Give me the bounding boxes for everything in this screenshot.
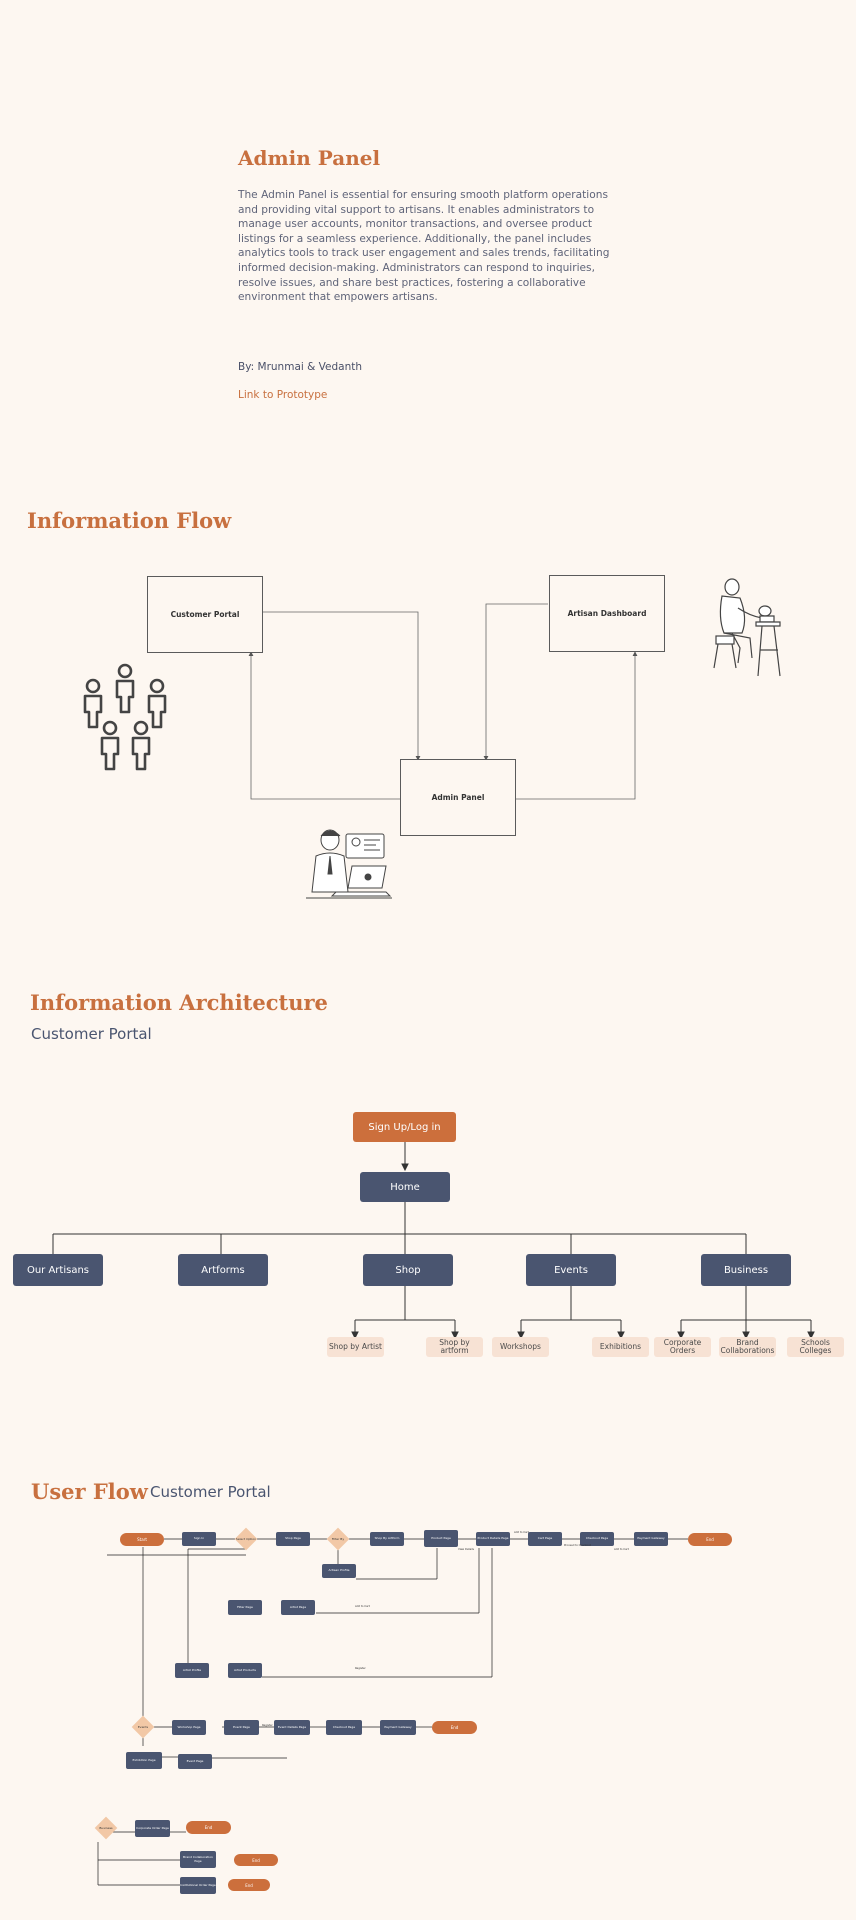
ia-node-home: Home — [360, 1172, 450, 1202]
user-flow-subtitle: Customer Portal — [150, 1483, 271, 1501]
uf-exhibition-event-page: Event Page — [178, 1754, 212, 1769]
uf-checkout-page: Checkout Page — [580, 1532, 614, 1546]
uf-exhibition-page: Exhibition Page — [126, 1752, 162, 1769]
information-flow-title: Information Flow — [27, 508, 232, 533]
edge-admin-to-artisan — [514, 651, 638, 800]
node-admin-panel: Admin Panel — [400, 759, 516, 836]
node-artisan-dashboard: Artisan Dashboard — [549, 575, 665, 652]
uf-event-details-page: Event Details Page — [274, 1720, 310, 1735]
uf-institutional-order-page: Institutional Order Page — [180, 1877, 216, 1894]
uf-start: Start — [120, 1533, 164, 1546]
uf-end-institutional: End — [228, 1879, 270, 1891]
ia-leaf-brand-collaborations: Brand Collaborations — [719, 1337, 776, 1357]
prototype-link[interactable]: Link to Prototype — [238, 389, 328, 401]
ia-leaf-exhibitions: Exhibitions — [592, 1337, 649, 1357]
ia-leaf-workshops: Workshops — [492, 1337, 549, 1357]
information-architecture-subtitle: Customer Portal — [31, 1025, 152, 1043]
uf-diamond-select-option-label: Select Option — [235, 1537, 257, 1541]
uf-diamond-filter-by-label: Filter By — [331, 1537, 345, 1541]
ia-node-signup-login: Sign Up/Log in — [353, 1112, 456, 1142]
people-group-icon — [83, 663, 167, 771]
node-customer-portal-label: Customer Portal — [170, 610, 240, 619]
uf-diamond-business-label: Business — [99, 1826, 113, 1830]
uf-edge-label-register: Register — [262, 1724, 273, 1727]
ia-leaf-shop-by-artist: Shop by Artist — [327, 1337, 384, 1357]
ia-connector-lines — [52, 1142, 815, 1340]
uf-sign-in: Sign In — [182, 1532, 216, 1546]
uf-edge-label-add-to-cart-3: Add to Cart — [355, 1605, 370, 1608]
uf-corporate-order-page: Corporate Order Page — [135, 1820, 170, 1837]
uf-edge-label-add-to-cart-2: Add to Cart — [614, 1548, 629, 1551]
uf-end-brand: End — [234, 1854, 278, 1866]
ia-node-shop: Shop — [363, 1254, 453, 1286]
admin-panel-title: Admin Panel — [238, 146, 381, 170]
user-flow-title: User Flow — [31, 1479, 148, 1504]
ia-leaf-schools-colleges: Schools Colleges — [787, 1337, 844, 1357]
uf-product-page: Product Page — [424, 1530, 458, 1547]
uf-end-corporate: End — [186, 1821, 231, 1834]
uf-product-details-page: Product Details Page — [476, 1532, 510, 1546]
uf-edge-label-add-to-cart-4: Register — [355, 1667, 366, 1670]
uf-cart-page: Cart Page — [528, 1532, 562, 1546]
ia-node-our-artisans: Our Artisans — [13, 1254, 103, 1286]
admin-laptop-icon — [306, 829, 392, 899]
ia-leaf-corporate-orders: Corporate Orders — [654, 1337, 711, 1357]
ia-node-events: Events — [526, 1254, 616, 1286]
uf-artist-profile: Artist Profile — [175, 1663, 209, 1678]
uf-artisan-profile: Artisan Profile — [322, 1564, 356, 1578]
uf-diamond-events-label: Events — [137, 1725, 149, 1729]
uf-end-main: End — [688, 1533, 732, 1546]
uf-edge-label-checkout: Proceed to Checkout — [564, 1544, 591, 1547]
uf-shop-by-artform: Shop By Artform — [370, 1532, 404, 1546]
uf-event-page: Event Page — [224, 1720, 259, 1735]
uf-edge-label-view-details: View Details — [458, 1548, 474, 1551]
uf-event-checkout-page: Checkout Page — [326, 1720, 362, 1735]
edge-admin-to-customer — [248, 651, 400, 800]
information-flow-diagram — [248, 603, 638, 800]
uf-edge-label-add-to-cart: Add to Cart — [514, 1531, 529, 1534]
information-architecture-title: Information Architecture — [30, 990, 328, 1015]
uf-filter-page: Filter Page — [228, 1600, 262, 1615]
uf-workshop-page: Workshop Page — [172, 1720, 206, 1735]
admin-panel-description: The Admin Panel is essential for ensurin… — [238, 189, 610, 304]
authors-byline: By: Mrunmai & Vedanth — [238, 361, 363, 373]
uf-shop-page: Shop Page — [276, 1532, 310, 1546]
uf-artist-page: Artist Page — [281, 1600, 315, 1615]
node-admin-panel-label: Admin Panel — [431, 793, 485, 802]
ia-node-business: Business — [701, 1254, 791, 1286]
ia-node-artforms: Artforms — [178, 1254, 268, 1286]
node-artisan-dashboard-label: Artisan Dashboard — [567, 609, 647, 618]
uf-payment-gateway: Payment Gateway — [634, 1532, 668, 1546]
user-flow-connectors — [97, 1538, 688, 1886]
ia-leaf-shop-by-artform: Shop by artform — [426, 1337, 483, 1357]
node-customer-portal: Customer Portal — [147, 576, 263, 653]
edge-customer-to-admin — [262, 611, 421, 761]
uf-event-payment-gateway: Payment Gateway — [380, 1720, 416, 1735]
uf-end-events: End — [432, 1721, 477, 1734]
uf-brand-collaboration-page: Brand Collaboration Page — [180, 1851, 216, 1868]
uf-artist-products: Artist Products — [228, 1663, 262, 1678]
edge-artisan-to-admin — [483, 603, 548, 761]
potter-artisan-icon — [713, 578, 781, 677]
